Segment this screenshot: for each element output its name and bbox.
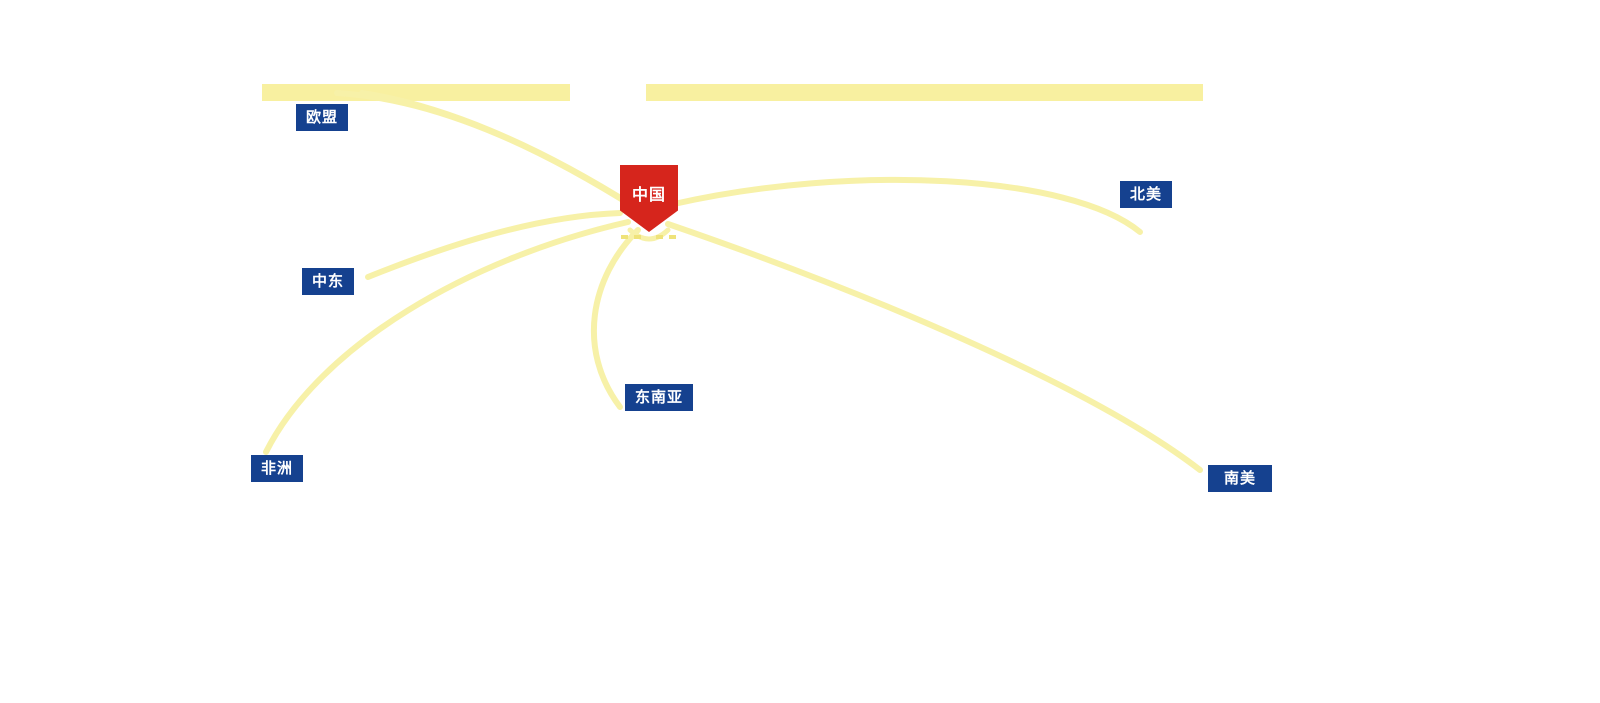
route-china-eu-2	[359, 90, 652, 219]
region-marker-north-america[interactable]: 北美	[1120, 181, 1173, 208]
region-marker-south-america[interactable]: 南美	[1208, 465, 1273, 492]
region-label-africa: 非洲	[261, 460, 294, 477]
top-bar-right-segment	[646, 84, 1203, 101]
route-china-south-america	[665, 221, 1203, 473]
route-convergence-arc	[627, 227, 671, 242]
region-marker-southeast-asia[interactable]: 东南亚	[625, 384, 694, 411]
region-label-eu: 欧盟	[306, 109, 339, 126]
region-label-south-america: 南美	[1224, 470, 1257, 487]
region-marker-africa[interactable]: 非洲	[251, 455, 304, 482]
top-bar-left-segment	[262, 84, 570, 101]
china-marker-label: 中国	[631, 187, 666, 204]
route-china-north-america	[671, 176, 1143, 235]
region-marker-middle-east[interactable]: 中东	[302, 268, 355, 295]
route-china-eu	[334, 90, 645, 215]
region-marker-eu[interactable]: 欧盟	[296, 104, 349, 131]
region-label-middle-east: 中东	[312, 273, 345, 290]
route-china-africa	[263, 219, 631, 455]
region-label-southeast-asia: 东南亚	[635, 389, 684, 406]
region-label-north-america: 北美	[1130, 186, 1163, 203]
route-china-southeast-asia	[590, 227, 641, 410]
route-china-middle-east	[365, 210, 623, 280]
